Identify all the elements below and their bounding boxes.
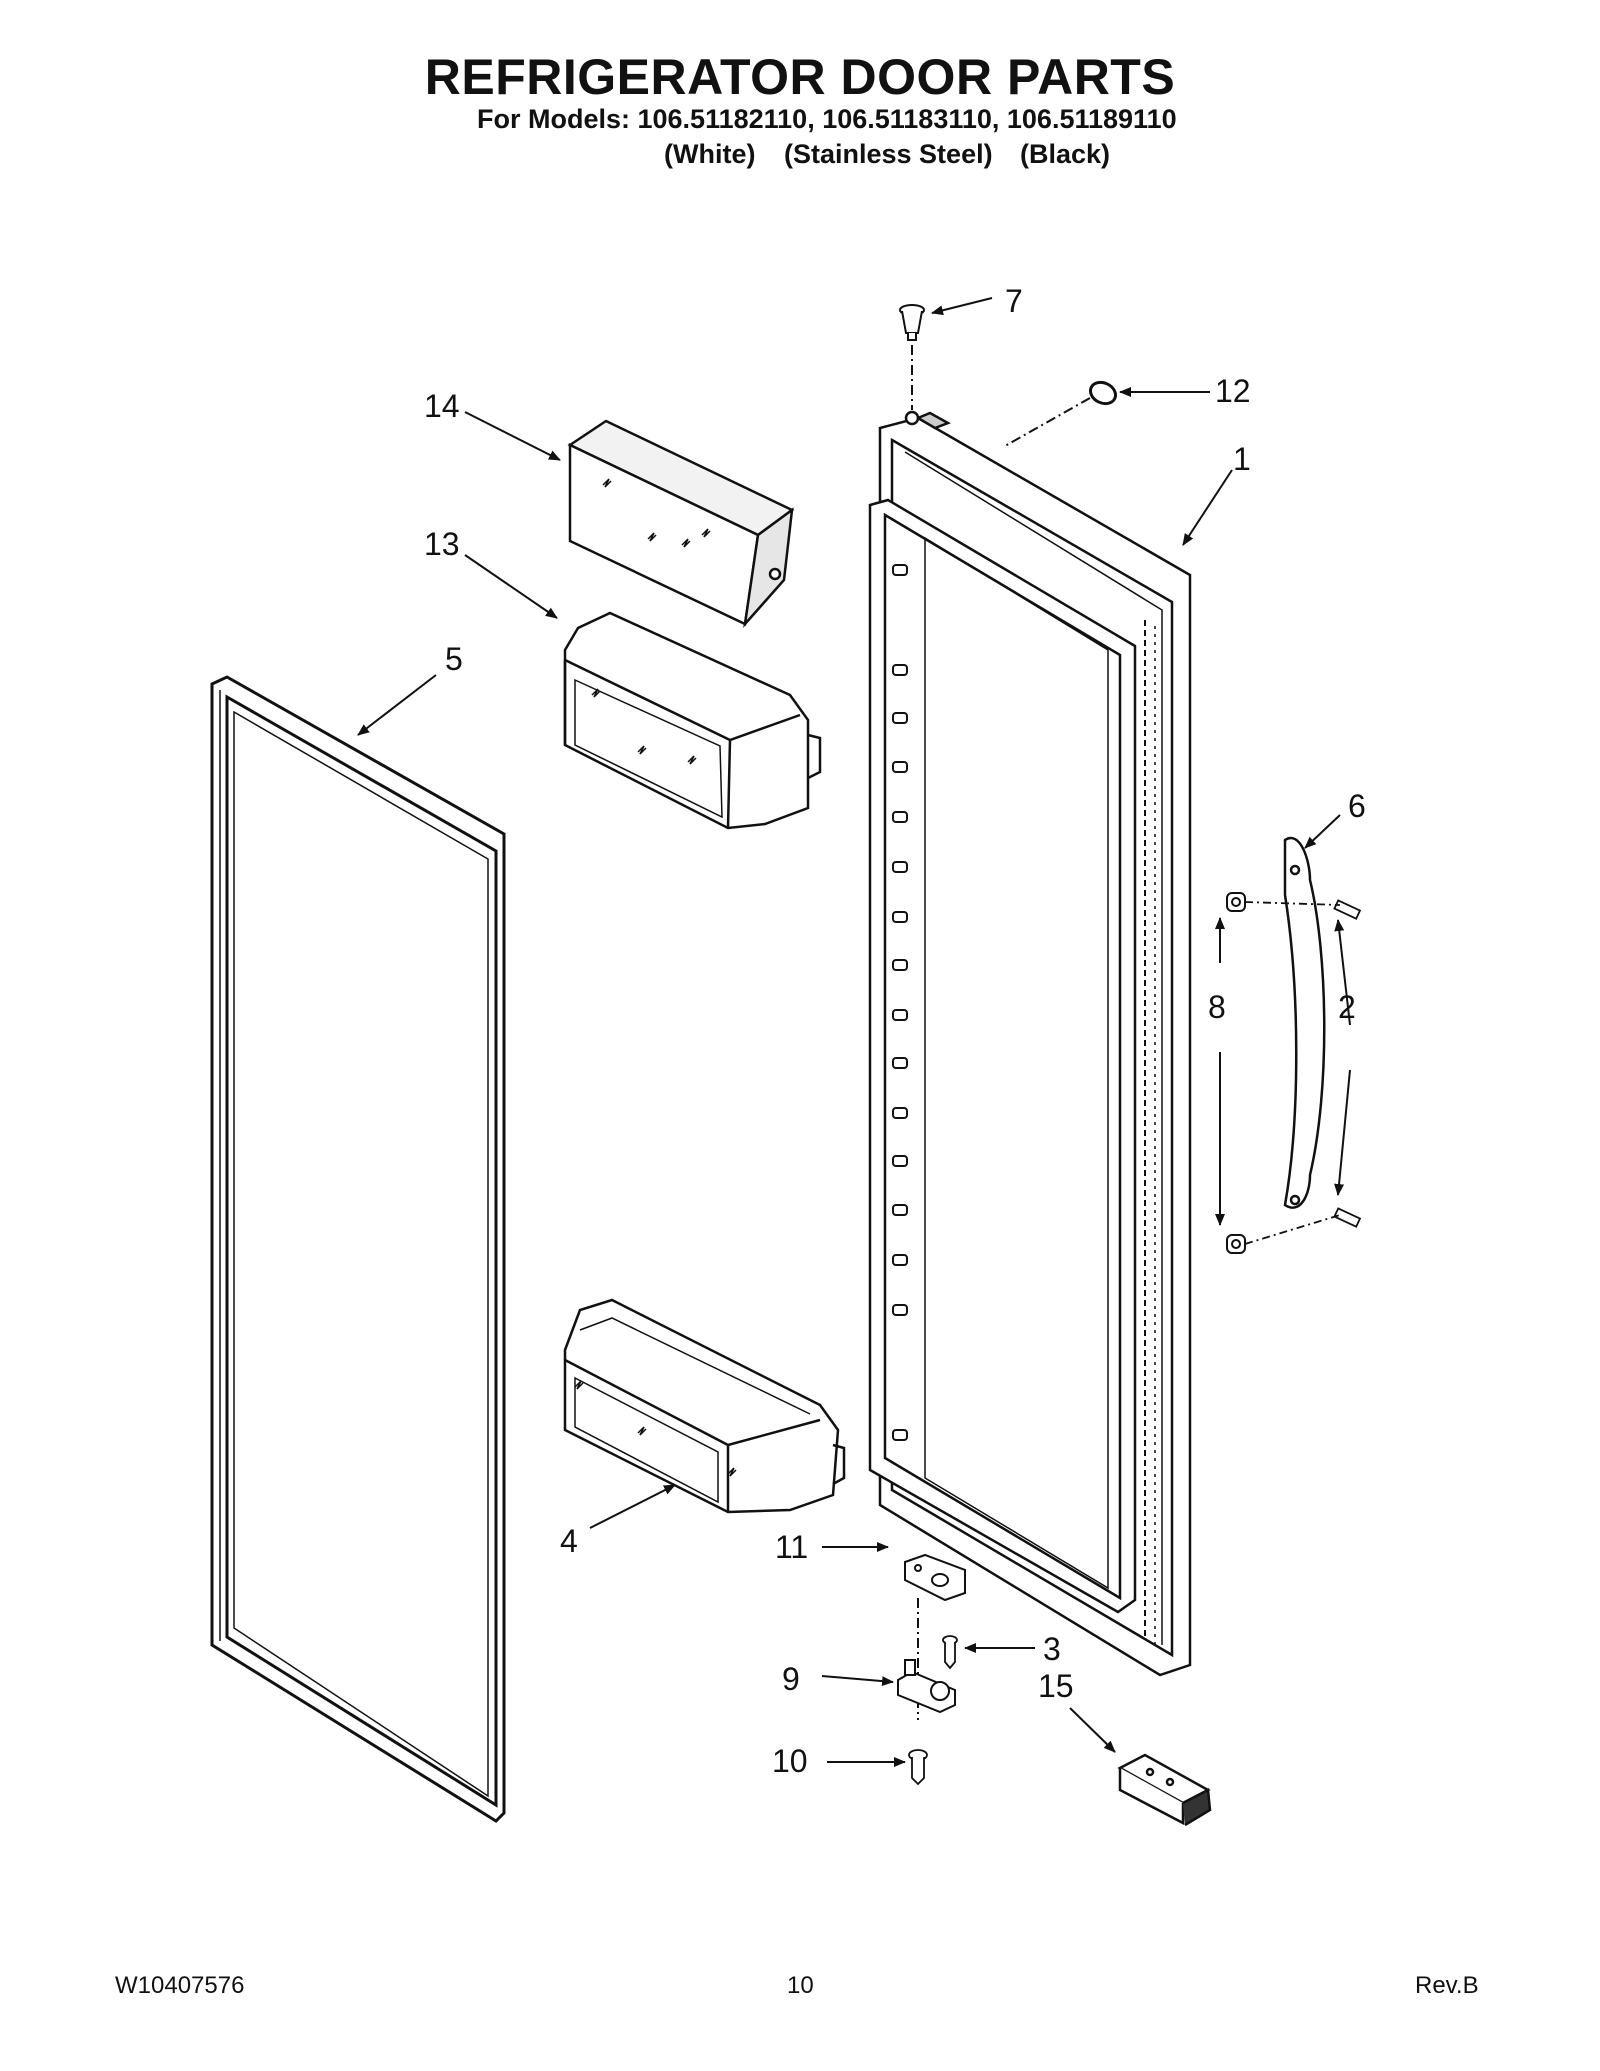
handle-screw-part: [1333, 899, 1362, 1228]
callout-9: 9: [782, 1661, 800, 1697]
hinge-pin-part: [899, 304, 925, 341]
leader-arrows: [357, 297, 1351, 1767]
door-handle-part: [1283, 836, 1326, 1209]
callout-14: 14: [424, 388, 460, 424]
hinge-bolt-part: [908, 1749, 928, 1786]
callout-6: 6: [1348, 788, 1366, 824]
callout-11: 11: [775, 1529, 808, 1565]
callout-7: 7: [1005, 283, 1023, 319]
lower-door-bin-part: [563, 1298, 846, 1514]
hinge-plate-part: [904, 1553, 966, 1602]
doc-number: W10407576: [115, 1972, 245, 1999]
callout-8: 8: [1208, 989, 1226, 1025]
lower-hinge-part: [897, 1659, 956, 1714]
upper-door-bin-part: [567, 419, 795, 628]
refrigerator-door-part: [868, 410, 1192, 1677]
page-number: 10: [787, 1972, 814, 1999]
hinge-screw-part: [942, 1635, 958, 1670]
page-title: REFRIGERATOR DOOR PARTS: [424, 49, 1176, 105]
callout-5: 5: [445, 641, 463, 677]
callout-10: 10: [772, 1743, 808, 1779]
middle-door-bin-part: [563, 611, 822, 830]
models-line: For Models: 106.51182110, 106.51183110, …: [477, 104, 1177, 134]
variant-stainless: (Stainless Steel): [784, 139, 993, 169]
hinge-cover-part: [1117, 1753, 1212, 1827]
variant-black: (Black): [1020, 139, 1111, 169]
callout-2: 2: [1338, 989, 1356, 1025]
revision-label: Rev.B: [1415, 1972, 1479, 1999]
callout-1: 1: [1233, 441, 1251, 477]
door-gasket-part: [210, 675, 506, 1823]
variant-white: (White): [664, 139, 756, 169]
o-ring-part: [1088, 380, 1118, 406]
callout-15: 15: [1038, 1668, 1074, 1704]
callout-12: 12: [1215, 373, 1251, 409]
callout-3: 3: [1043, 1631, 1061, 1667]
callout-13: 13: [424, 526, 460, 562]
handle-stud-part: [1226, 892, 1246, 1254]
leader-dash-12: [1004, 397, 1091, 447]
callout-4: 4: [560, 1523, 578, 1559]
